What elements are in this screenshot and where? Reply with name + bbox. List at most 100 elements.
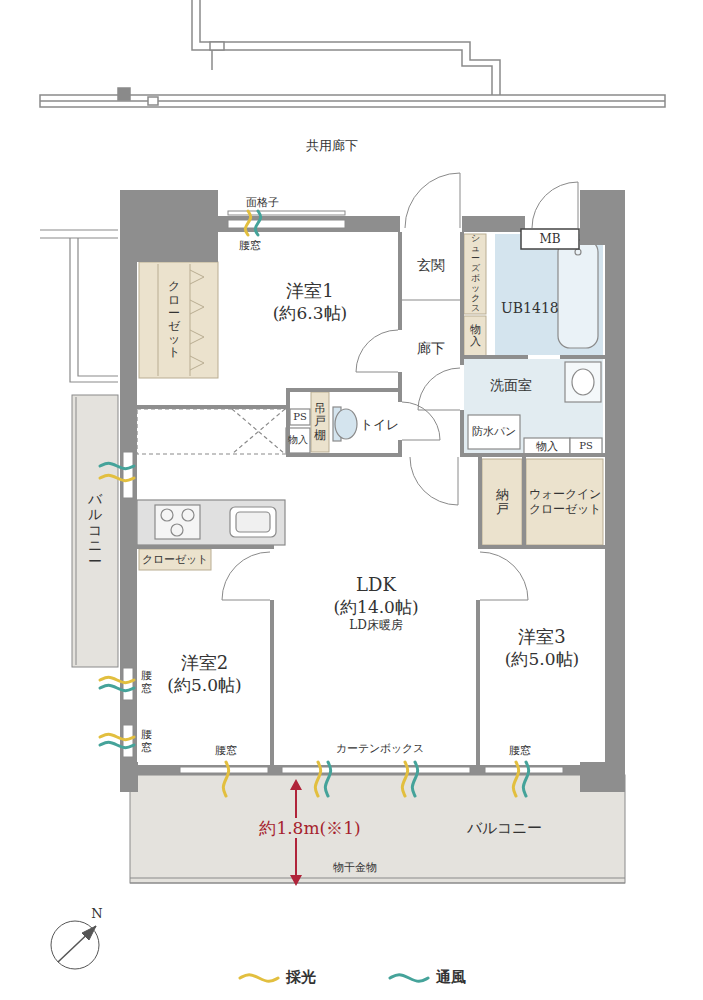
walls xyxy=(120,190,625,792)
fixtures xyxy=(565,362,601,402)
airflow-mark xyxy=(100,463,134,468)
legend-item: 通風 xyxy=(388,968,466,987)
room-fills xyxy=(72,395,118,667)
airflow-mark xyxy=(100,734,134,739)
storage: 物入 xyxy=(524,438,570,455)
walls xyxy=(462,216,525,232)
fixture: 防水パン xyxy=(468,415,520,449)
fixtures xyxy=(524,438,570,455)
closet: クローゼット xyxy=(161,266,187,374)
walls xyxy=(605,190,625,775)
plan-label: 腰窓 xyxy=(509,744,531,757)
room-label: 物入 xyxy=(288,434,308,447)
walls xyxy=(560,355,605,359)
meter-box: MB xyxy=(521,229,579,249)
airflow-mark xyxy=(100,742,134,747)
fixtures xyxy=(137,409,287,454)
compass xyxy=(51,921,99,969)
airflow-mark xyxy=(100,685,134,690)
corridor-structure xyxy=(148,97,158,105)
storage: 吊戸棚 xyxy=(311,392,329,452)
room-label: 洋室1 xyxy=(286,280,333,303)
fixtures xyxy=(161,509,173,521)
room-label: (約5.0帖) xyxy=(167,675,241,696)
fixtures xyxy=(230,507,276,537)
walls xyxy=(120,762,138,792)
doors xyxy=(480,552,528,600)
walls xyxy=(398,232,402,330)
walls xyxy=(478,545,605,549)
plan-label: 物干金物 xyxy=(333,861,377,874)
fixtures xyxy=(290,409,310,425)
room-fills xyxy=(139,262,218,378)
fixtures xyxy=(468,415,520,449)
fixtures xyxy=(570,438,602,455)
room-fills xyxy=(482,459,522,545)
walls xyxy=(398,372,402,402)
closet-details xyxy=(158,264,159,376)
windows xyxy=(228,211,345,215)
plan-label: 面格子 xyxy=(246,196,279,209)
storage: 物入 xyxy=(286,428,310,453)
legend: 採光 通風 xyxy=(0,968,703,987)
room-label: 洗面室 xyxy=(490,377,532,395)
legend-text: 通風 xyxy=(436,968,466,987)
airflow-mark xyxy=(402,762,407,796)
neighbor-outline xyxy=(40,230,118,382)
plan-label: 腰窓 xyxy=(215,744,237,757)
legend-swatch xyxy=(388,971,430,985)
room-label: 廊下 xyxy=(417,340,445,358)
neighbor-outline xyxy=(40,230,118,382)
room-label: PS xyxy=(579,440,593,453)
plan-label: 共用廊下 xyxy=(306,138,358,154)
plan-label: 腰窓 xyxy=(141,728,152,754)
room-fills xyxy=(311,392,329,452)
airflow-mark xyxy=(223,762,228,796)
room-label: クローゼット xyxy=(168,280,180,359)
room-label: バルコニー xyxy=(88,492,102,569)
walls xyxy=(120,765,625,775)
closet: クローゼット xyxy=(139,550,211,570)
room-label: LD床暖房 xyxy=(349,618,403,633)
doors xyxy=(222,552,270,600)
legend-swatch xyxy=(240,974,278,981)
legend-text: 採光 xyxy=(286,968,316,987)
compass xyxy=(82,926,96,940)
room-label: 玄関 xyxy=(417,257,445,275)
balcony-rail xyxy=(76,397,625,883)
room-fills xyxy=(464,234,486,314)
room-fills xyxy=(526,459,603,545)
walls xyxy=(286,453,402,457)
plan-label: 腰窓 xyxy=(239,239,261,252)
airflow-mark xyxy=(245,211,250,235)
storage: 納戸 xyxy=(482,459,522,545)
walls xyxy=(460,410,464,455)
room-label: LDK xyxy=(356,574,396,597)
walls xyxy=(460,355,528,359)
windows xyxy=(180,767,268,773)
fixtures xyxy=(575,249,581,255)
fixtures xyxy=(572,369,594,395)
walls xyxy=(476,600,480,765)
plan-label: 腰窓 xyxy=(141,669,152,695)
room-fills xyxy=(139,549,211,570)
room: LDK(約14.0帖)LD床暖房 xyxy=(276,552,476,764)
compass xyxy=(58,926,96,962)
room-label: 吊戸棚 xyxy=(314,402,326,442)
legend-item: 採光 xyxy=(238,968,316,987)
room-fills xyxy=(464,316,486,356)
airflow-mark xyxy=(255,211,260,235)
room-label: MB xyxy=(539,232,560,247)
room: 洋室1(約6.3帖) xyxy=(222,234,398,404)
room-label: ウォークイン クローゼット xyxy=(526,487,604,517)
fixtures xyxy=(236,512,270,532)
walls xyxy=(270,600,274,765)
fixtures xyxy=(402,299,460,300)
room-label: (約5.0帖) xyxy=(505,649,579,670)
doors xyxy=(356,330,398,372)
room-label: 納戸 xyxy=(496,488,509,517)
bathroom: UB1418 xyxy=(495,234,557,352)
doors xyxy=(402,402,440,440)
closet-details xyxy=(190,270,204,370)
